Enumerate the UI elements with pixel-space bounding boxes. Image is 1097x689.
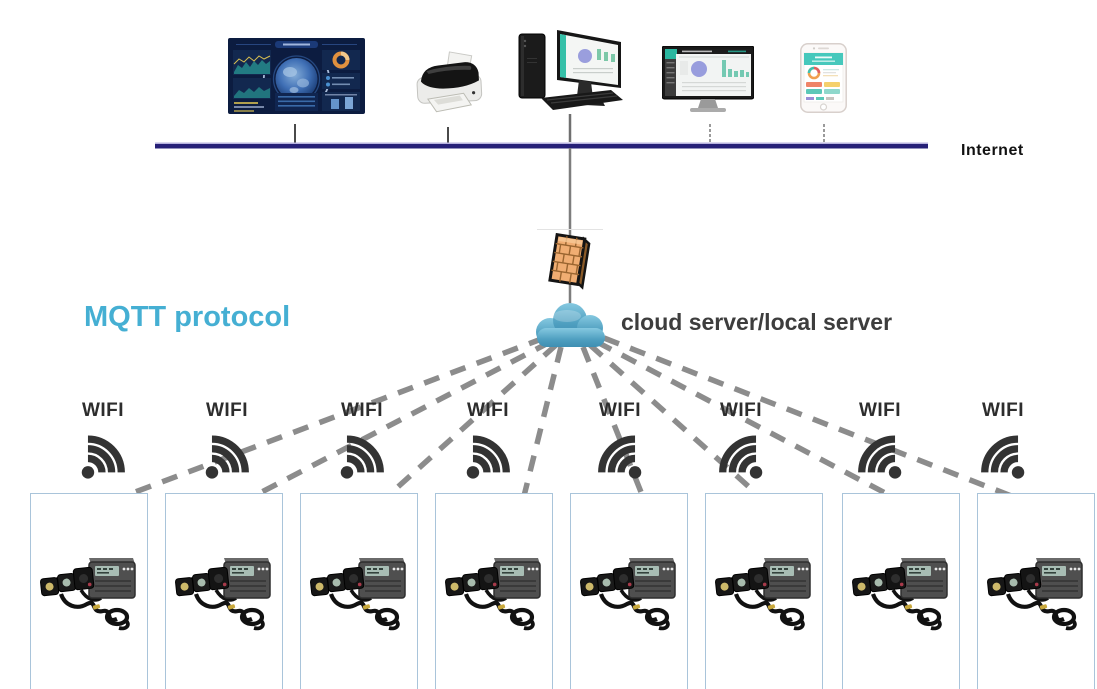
wifi-icon (591, 424, 649, 480)
wifi-node-5: WIFI (582, 400, 658, 480)
wifi-node-4: WIFI (450, 400, 526, 480)
cloud-wifi-links (121, 335, 1015, 500)
wifi-icon (198, 424, 256, 480)
cloud-icon (536, 303, 605, 347)
wifi-icon (459, 424, 517, 480)
wifi-icon (712, 424, 770, 480)
meter-box-2 (165, 493, 283, 689)
fax-printer (416, 51, 483, 113)
energy-meter-icon (577, 544, 681, 636)
wifi-label: WIFI (981, 400, 1025, 421)
wifi-icon (333, 424, 391, 480)
wifi-label: WIFI (858, 400, 902, 421)
wifi-label: WIFI (81, 400, 125, 421)
wifi-icon (974, 424, 1032, 480)
internet-label: Internet (961, 142, 1024, 159)
energy-meter-icon (849, 544, 953, 636)
desktop-computer (518, 30, 623, 110)
wifi-label: WIFI (719, 400, 763, 421)
wifi-node-2: WIFI (189, 400, 265, 480)
energy-meter-icon (712, 544, 816, 636)
meter-box-7 (842, 493, 960, 689)
mqtt-protocol-label: MQTT protocol (84, 301, 291, 333)
meter-box-1 (30, 493, 148, 689)
meter-box-4 (435, 493, 553, 689)
energy-meter-icon (37, 544, 141, 636)
faint-guide-line (537, 229, 603, 230)
wifi-node-8: WIFI (965, 400, 1041, 480)
meter-box-8 (977, 493, 1095, 689)
wifi-label: WIFI (205, 400, 249, 421)
wifi-node-7: WIFI (842, 400, 918, 480)
analytics-monitor (662, 46, 754, 112)
smartphone (800, 43, 847, 113)
firewall-icon (548, 233, 591, 290)
energy-meter-icon (442, 544, 546, 636)
big-data-dashboard-screen (228, 38, 365, 114)
wifi-node-6: WIFI (703, 400, 779, 480)
energy-meter-icon (307, 544, 411, 636)
energy-meter-icon (984, 544, 1088, 636)
cloud-server-label: cloud server/local server (621, 309, 893, 335)
meter-box-3 (300, 493, 418, 689)
internet-bus-line (155, 144, 928, 149)
wifi-label: WIFI (466, 400, 510, 421)
wifi-icon (74, 424, 132, 480)
internet-bus-highlight (155, 142, 928, 144)
wifi-icon (851, 424, 909, 480)
wifi-label: WIFI (598, 400, 642, 421)
wifi-node-3: WIFI (324, 400, 400, 480)
wifi-label: WIFI (340, 400, 384, 421)
meter-box-5 (570, 493, 688, 689)
meter-box-6 (705, 493, 823, 689)
wifi-node-1: WIFI (65, 400, 141, 480)
energy-meter-icon (172, 544, 276, 636)
